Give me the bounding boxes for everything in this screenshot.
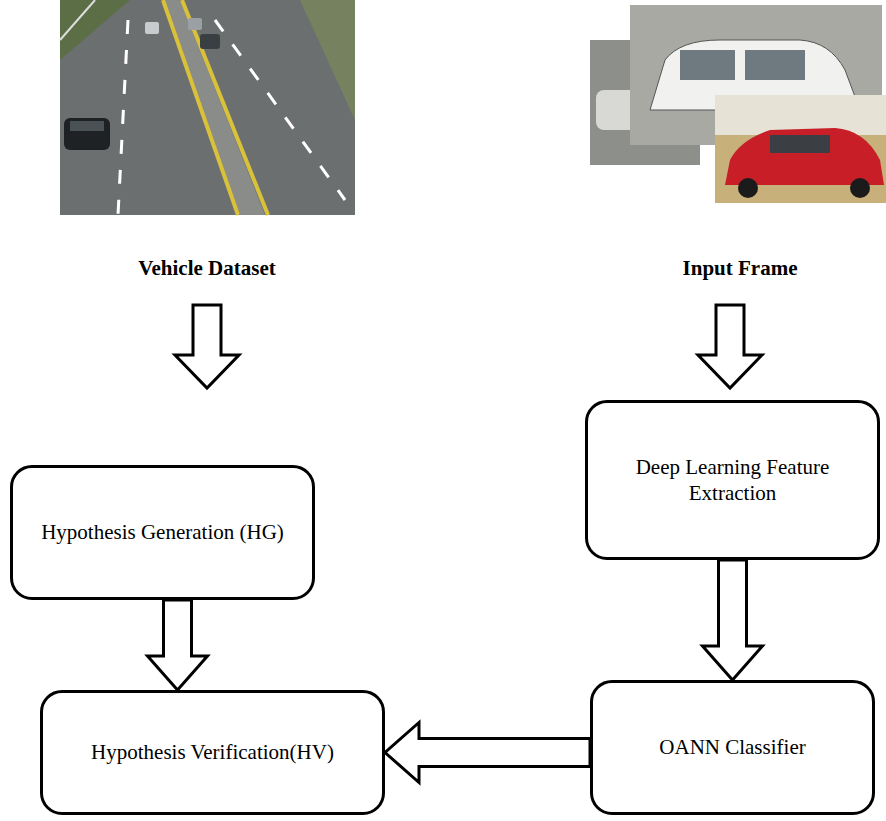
block-arrow-connector (703, 560, 763, 680)
car (200, 34, 220, 49)
road-photo (60, 0, 355, 215)
block-arrow-connector (148, 600, 208, 690)
wheel (850, 178, 870, 198)
road-divider (165, 0, 265, 215)
box-text: Hypothesis Verification(HV) (77, 739, 348, 765)
car-window (680, 50, 735, 80)
car-collage (590, 5, 886, 203)
lane-marking (215, 20, 345, 200)
red-car (725, 128, 884, 185)
caption-label: Input Frame (683, 256, 798, 281)
box-text: Hypothesis Generation (HG) (27, 519, 298, 545)
edge-line (60, 0, 95, 40)
process-box: Hypothesis Verification(HV) (40, 690, 385, 815)
car-window (70, 121, 104, 131)
road-surface (60, 0, 355, 215)
wall (715, 95, 886, 135)
car-window (770, 135, 830, 153)
process-box: OANN Classifier (590, 680, 875, 815)
caption-label: Vehicle Dataset (138, 256, 275, 281)
process-box: Deep Learning Feature Extraction (585, 400, 880, 560)
wheel (738, 178, 758, 198)
lane-marking (118, 20, 128, 215)
car-window (745, 50, 805, 80)
block-arrow (175, 305, 239, 388)
car (64, 118, 110, 150)
box-text: OANN Classifier (645, 734, 819, 760)
roadside-grass (60, 0, 130, 60)
car (145, 22, 159, 34)
box-text: Deep Learning Feature Extraction (588, 454, 877, 507)
photo-front (715, 95, 886, 203)
process-box: Hypothesis Generation (HG) (10, 465, 315, 600)
car (188, 18, 202, 30)
yellow-line (182, 0, 268, 215)
block-arrow (698, 305, 762, 388)
roadside-grass (300, 0, 355, 120)
block-arrow-connector (385, 723, 590, 783)
